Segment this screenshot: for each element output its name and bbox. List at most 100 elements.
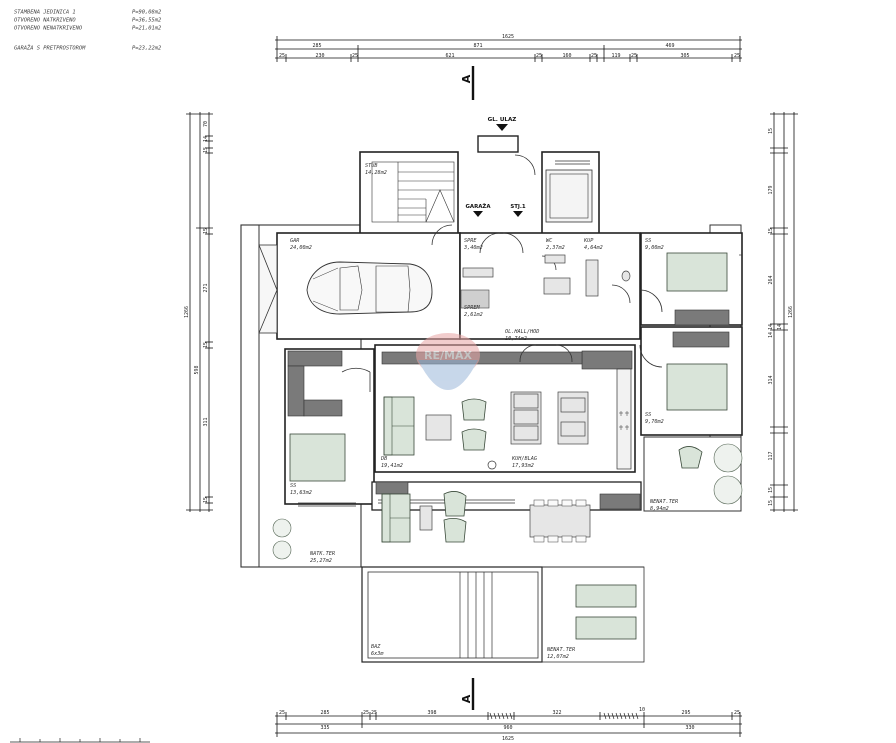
room-area: 10,74m2 (505, 336, 527, 342)
room-area: 14,28m2 (365, 170, 387, 176)
bed-icon (666, 363, 728, 411)
dim-label: 15 (768, 487, 774, 493)
room-area: 13,63m2 (290, 490, 312, 496)
dim-label: 469 (665, 43, 674, 49)
dim-label: 1266 (788, 306, 794, 318)
room-name: DB (380, 456, 387, 462)
top-dimension-chain: 1625 285 871 469 25 230 25 621 25 160 25… (275, 34, 742, 62)
dining-table-icon (510, 391, 591, 543)
dim-label: 264 (768, 275, 774, 284)
dim-label: 271 (203, 283, 209, 292)
down-arrow-icon (513, 211, 523, 217)
entrance-arrow-icon (496, 124, 508, 131)
scale-bar (10, 738, 150, 743)
dim-label: 15 (768, 128, 774, 134)
room-name: KUH/BLAG (511, 456, 537, 462)
summary-name: GARAŽA S PRETPROSTOROM (14, 44, 86, 52)
room-name: BAZ (371, 644, 381, 650)
table-icon (425, 414, 452, 441)
dim-label: 10 (639, 707, 645, 713)
dim-label: 15 (768, 228, 774, 234)
room-area: 3,40m2 (463, 245, 483, 251)
summary-name: OTVORENO NENATKRIVENO (14, 26, 83, 32)
room-area: 17,93m2 (512, 463, 534, 469)
room-area: 9,70m2 (645, 419, 664, 425)
room-name: STUB (365, 163, 378, 169)
right-dimension-chain: 1266 15 179 15 264 14 14 14 314 117 15 1… (768, 112, 798, 512)
section-mark-bottom: A (460, 678, 475, 710)
dim-label: 119 (611, 53, 620, 59)
room-name: SPREM (464, 305, 480, 311)
dim-label: 25 (363, 710, 369, 716)
plant-icon (272, 443, 743, 560)
dim-label: 1625 (502, 736, 514, 742)
room-area: 9,00m2 (645, 245, 664, 251)
dim-label: 25 (352, 53, 358, 59)
dim-label: 25 (371, 710, 377, 716)
room-name: OL.HALL/HOD (505, 329, 539, 335)
room-area: 2,61m2 (464, 312, 483, 318)
summary-name: OTVORENO NATKRIVENO (14, 18, 76, 24)
dim-label: 322 (552, 710, 561, 716)
dim-label: 871 (473, 43, 482, 49)
dim-label: 305 (680, 53, 689, 59)
room-name: WC (546, 238, 553, 244)
dim-label: 70 (203, 121, 209, 127)
dim-label: 15 (203, 342, 209, 348)
sun-lounger-icon (575, 584, 637, 640)
dim-label: 14 (768, 332, 774, 338)
bed-icon (289, 433, 346, 482)
dim-label: 117 (768, 451, 774, 460)
summary-name: STAMBENA JEDINICA 1 (14, 10, 76, 16)
dim-label: 311 (203, 417, 209, 426)
dim-label: 15 (203, 497, 209, 503)
bottom-dimension-chain: 25 285 25 25 398 322 10 295 25 335 960 3… (275, 707, 742, 742)
room-area: 4,64m2 (584, 245, 603, 251)
dim-label: 285 (312, 43, 321, 49)
dim-label: 25 (734, 710, 740, 716)
left-dimension-chain: 1266 70 14 15 15 271 598 15 311 15 (184, 112, 213, 512)
dim-label: 1266 (184, 306, 190, 318)
watermark-text: RE/MAX (424, 349, 472, 362)
summary-area: P=36,55m2 (132, 18, 161, 24)
down-arrow-icon (473, 211, 483, 217)
room-area: 12,07m2 (547, 654, 569, 660)
stair-marker-label: STJ.1 (510, 204, 526, 210)
room-name: NENAT.TER (649, 499, 678, 505)
room-labels: STUB 14,28m2 GAR 24,00m2 SPRE 3,40m2 WC … (290, 163, 678, 660)
furniture (272, 252, 743, 640)
room-name: GAR (290, 238, 299, 244)
dim-label: 314 (768, 375, 774, 384)
dim-label: 398 (427, 710, 436, 716)
dim-label: 330 (685, 725, 694, 731)
dim-label: 25 (279, 53, 285, 59)
dim-label: 160 (562, 53, 571, 59)
room-area: 2,37m2 (546, 245, 565, 251)
dim-label: 25 (631, 53, 637, 59)
summary-area: P=23,22m2 (132, 46, 161, 52)
dim-label: 621 (445, 53, 454, 59)
room-name: SS (290, 483, 296, 489)
armchair-icon (443, 398, 703, 543)
room-name: SPRE (464, 238, 477, 244)
summary-area: P=21,01m2 (132, 26, 161, 32)
dim-label: 1625 (502, 34, 514, 40)
dim-label: 14 (777, 324, 783, 330)
area-summary: STAMBENA JEDINICA 1 P=90,08m2 OTVORENO N… (14, 10, 161, 52)
room-name: NATK.TER (309, 551, 335, 557)
room-area: 19,41m2 (381, 463, 403, 469)
section-letter: A (460, 694, 473, 703)
table-icon (419, 505, 433, 531)
building (240, 135, 743, 568)
bed-icon (666, 252, 728, 292)
dim-label: 335 (320, 725, 329, 731)
garage-marker-label: GARAŽA (465, 202, 491, 210)
dim-label: 285 (320, 710, 329, 716)
dim-label: 25 (279, 710, 285, 716)
dim-label: 25 (591, 53, 597, 59)
dim-label: 15 (203, 147, 209, 153)
section-mark-top: A (460, 66, 475, 100)
sofa-icon (381, 493, 411, 543)
car-icon (306, 261, 433, 315)
